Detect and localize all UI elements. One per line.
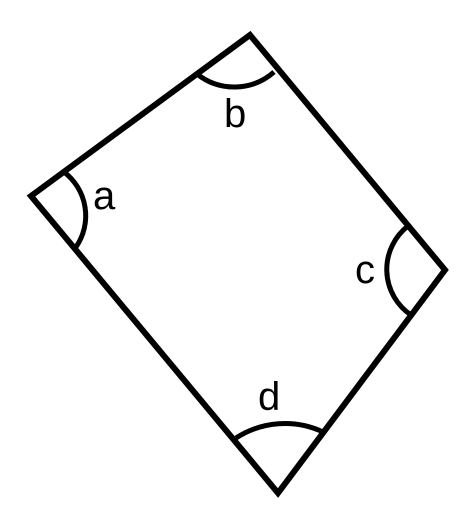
- angle-label-b: b: [224, 92, 246, 136]
- angle-arc-c: [384, 224, 413, 318]
- angle-label-a: a: [93, 174, 116, 218]
- quadrilateral-outline: [26, 30, 449, 498]
- angle-arc-b: [195, 70, 276, 90]
- angle-arc-d: [234, 421, 325, 441]
- angle-label-d: d: [258, 375, 280, 419]
- angle-arc-a: [62, 170, 89, 249]
- angle-label-c: c: [355, 248, 375, 292]
